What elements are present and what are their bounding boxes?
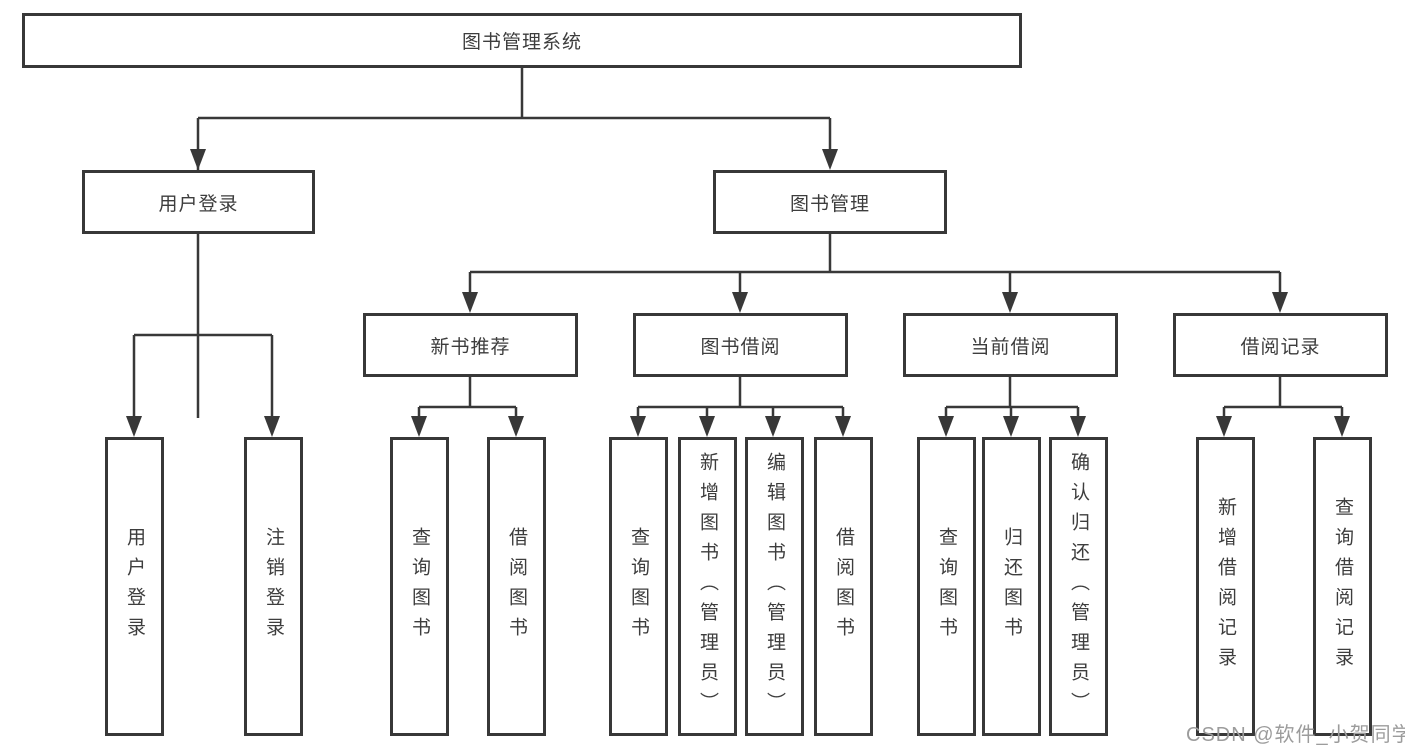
arrow-down-icon [1272, 292, 1288, 313]
arrow-down-icon [765, 416, 781, 437]
node-book-management-label: 图书管理 [789, 193, 870, 215]
arrow-down-icon [835, 416, 851, 437]
node-borrow-records: 借阅记录 [1173, 313, 1388, 377]
node-book-borrow-label: 图书借阅 [700, 336, 781, 358]
arrow-down-icon [1334, 416, 1350, 437]
leaf-edit-books-admin-label: 编辑图书（管理员） [764, 451, 785, 722]
leaf-query-books-current: 查询图书 [917, 437, 976, 736]
leaf-query-books-borrow-label: 查询图书 [628, 526, 649, 647]
node-root: 图书管理系统 [22, 13, 1022, 68]
node-new-book-recommend: 新书推荐 [363, 313, 578, 377]
leaf-add-books-admin: 新增图书（管理员） [678, 437, 737, 736]
leaf-borrow-books-recommend: 借阅图书 [487, 437, 546, 736]
csdn-watermark: CSDN @软件_小贺同学 [1186, 724, 1405, 746]
leaf-query-borrow-record-label: 查询借阅记录 [1332, 496, 1353, 677]
arrow-down-icon [508, 416, 524, 437]
node-root-label: 图书管理系统 [461, 32, 582, 53]
leaf-confirm-return-admin: 确认归还（管理员） [1049, 437, 1108, 736]
node-book-borrow: 图书借阅 [633, 313, 848, 377]
arrow-down-icon [1070, 416, 1086, 437]
node-book-management: 图书管理 [713, 170, 947, 234]
arrow-down-icon [1002, 292, 1018, 313]
arrow-down-icon [732, 292, 748, 313]
arrow-down-icon [822, 149, 838, 170]
leaf-edit-books-admin: 编辑图书（管理员） [745, 437, 804, 736]
arrow-down-icon [190, 149, 206, 170]
node-user-login: 用户登录 [82, 170, 315, 234]
leaf-return-books-label: 归还图书 [1001, 526, 1022, 647]
arrow-down-icon [411, 416, 427, 437]
arrow-down-icon [264, 416, 280, 437]
arrow-down-icon [938, 416, 954, 437]
arrow-down-icon [1216, 416, 1232, 437]
leaf-add-books-admin-label: 新增图书（管理员） [697, 451, 718, 722]
leaf-query-books-recommend-label: 查询图书 [409, 526, 430, 647]
arrow-down-icon [462, 292, 478, 313]
arrow-heads [126, 149, 1350, 437]
leaf-return-books: 归还图书 [982, 437, 1041, 736]
leaf-add-borrow-record: 新增借阅记录 [1196, 437, 1255, 736]
node-current-borrow: 当前借阅 [903, 313, 1118, 377]
leaf-user-login: 用户登录 [105, 437, 164, 736]
leaf-user-login-label: 用户登录 [124, 526, 145, 647]
leaf-borrow-books: 借阅图书 [814, 437, 873, 736]
leaf-logout-login: 注销登录 [244, 437, 303, 736]
leaf-query-books-current-label: 查询图书 [936, 526, 957, 647]
leaf-query-books-recommend: 查询图书 [390, 437, 449, 736]
leaf-borrow-books-recommend-label: 借阅图书 [506, 526, 527, 647]
leaf-borrow-books-label: 借阅图书 [833, 526, 854, 647]
leaf-query-books-borrow: 查询图书 [609, 437, 668, 736]
leaf-confirm-return-admin-label: 确认归还（管理员） [1068, 451, 1089, 722]
leaf-add-borrow-record-label: 新增借阅记录 [1215, 496, 1236, 677]
node-borrow-records-label: 借阅记录 [1240, 336, 1321, 358]
leaf-logout-login-label: 注销登录 [263, 526, 284, 647]
arrow-down-icon [126, 416, 142, 437]
arrow-down-icon [699, 416, 715, 437]
arrow-down-icon [630, 416, 646, 437]
arrow-down-icon [1003, 416, 1019, 437]
node-new-book-recommend-label: 新书推荐 [430, 336, 511, 358]
node-current-borrow-label: 当前借阅 [970, 336, 1051, 358]
node-user-login-label: 用户登录 [158, 193, 239, 215]
leaf-query-borrow-record: 查询借阅记录 [1313, 437, 1372, 736]
